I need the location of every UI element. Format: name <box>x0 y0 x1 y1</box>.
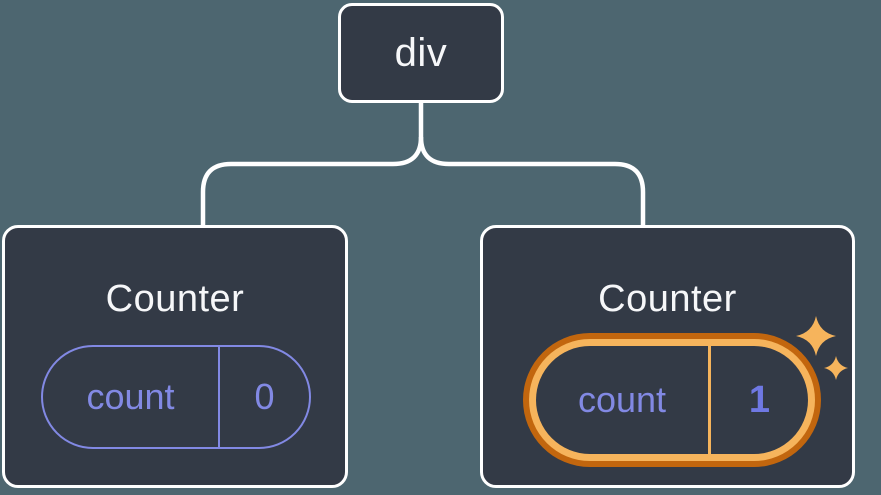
counter-card-right: Counter count 1 <box>480 225 855 488</box>
state-pill: count 0 <box>41 345 311 449</box>
connector-branch-right <box>418 136 646 226</box>
counter-card-left: Counter count 0 <box>2 225 348 488</box>
state-pill-highlight-ring: count 1 <box>529 339 815 461</box>
counter-title: Counter <box>598 278 737 320</box>
state-pill: count 1 <box>536 346 808 454</box>
sparkle-star-small-icon <box>824 356 848 380</box>
state-label: count <box>86 376 175 417</box>
pill-divider <box>218 347 220 447</box>
state-value: 1 <box>748 378 771 421</box>
pill-divider <box>708 346 711 454</box>
state-value: 0 <box>254 376 275 417</box>
sparkle-star-large-icon <box>796 316 836 356</box>
connector-branch-left <box>200 136 424 226</box>
root-node-label: div <box>394 30 448 75</box>
state-pill-highlighted: count 1 <box>523 333 821 467</box>
counter-title: Counter <box>105 278 245 320</box>
state-label: count <box>577 379 667 420</box>
sparkle-icon <box>796 316 848 380</box>
root-node-div: div <box>338 3 504 103</box>
